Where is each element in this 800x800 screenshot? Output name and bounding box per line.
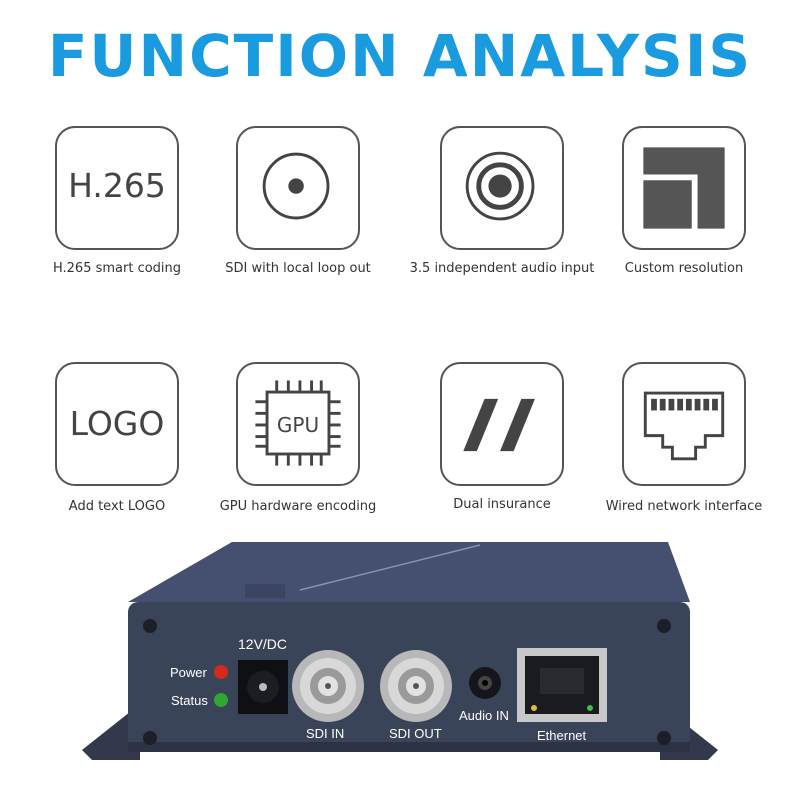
logo-text: LOGO [69,404,165,443]
screws [143,619,671,745]
sdi-connector-icon [236,126,360,250]
sdi-in-connector [292,650,364,722]
caption-ethernet: Wired network interface [605,499,763,514]
left-flange [82,704,140,760]
ethernet-port [517,648,607,722]
sdi-in-label: SDI IN [306,726,345,741]
device-top [128,542,690,602]
status-label: Status [171,693,208,708]
caption-sdi: SDI with local loop out [225,261,371,276]
audio-label: Audio IN [459,708,509,723]
logo-text-icon: LOGO [55,362,179,486]
resolution-icon [622,126,746,250]
h265-icon: H.265 [55,126,179,250]
gpu-text: GPU [276,413,320,437]
ethernet-label: Ethernet [537,728,587,743]
status-led [214,693,228,707]
sdi-out-label: SDI OUT [389,726,442,741]
audio-in-jack [469,667,501,699]
caption-h265: H.265 smart coding [52,261,182,276]
sdi-out-connector [380,650,452,722]
gpu-chip-icon: GPU [236,362,360,486]
caption-resolution: Custom resolution [624,261,744,276]
ethernet-port-icon [622,362,746,486]
caption-audio: 3.5 independent audio input [409,261,595,276]
caption-logo: Add text LOGO [68,499,166,514]
caption-gpu: GPU hardware encoding [219,499,377,514]
power-label: Power [170,665,207,680]
page-title: FUNCTION ANALYSIS [47,22,753,90]
caption-dual: Dual insurance [453,497,551,512]
audio-jack-icon [440,126,564,250]
power-led [214,665,228,679]
h265-text: H.265 [68,166,166,205]
dc-label: 12V/DC [238,636,288,652]
double-slash-icon [440,362,564,486]
